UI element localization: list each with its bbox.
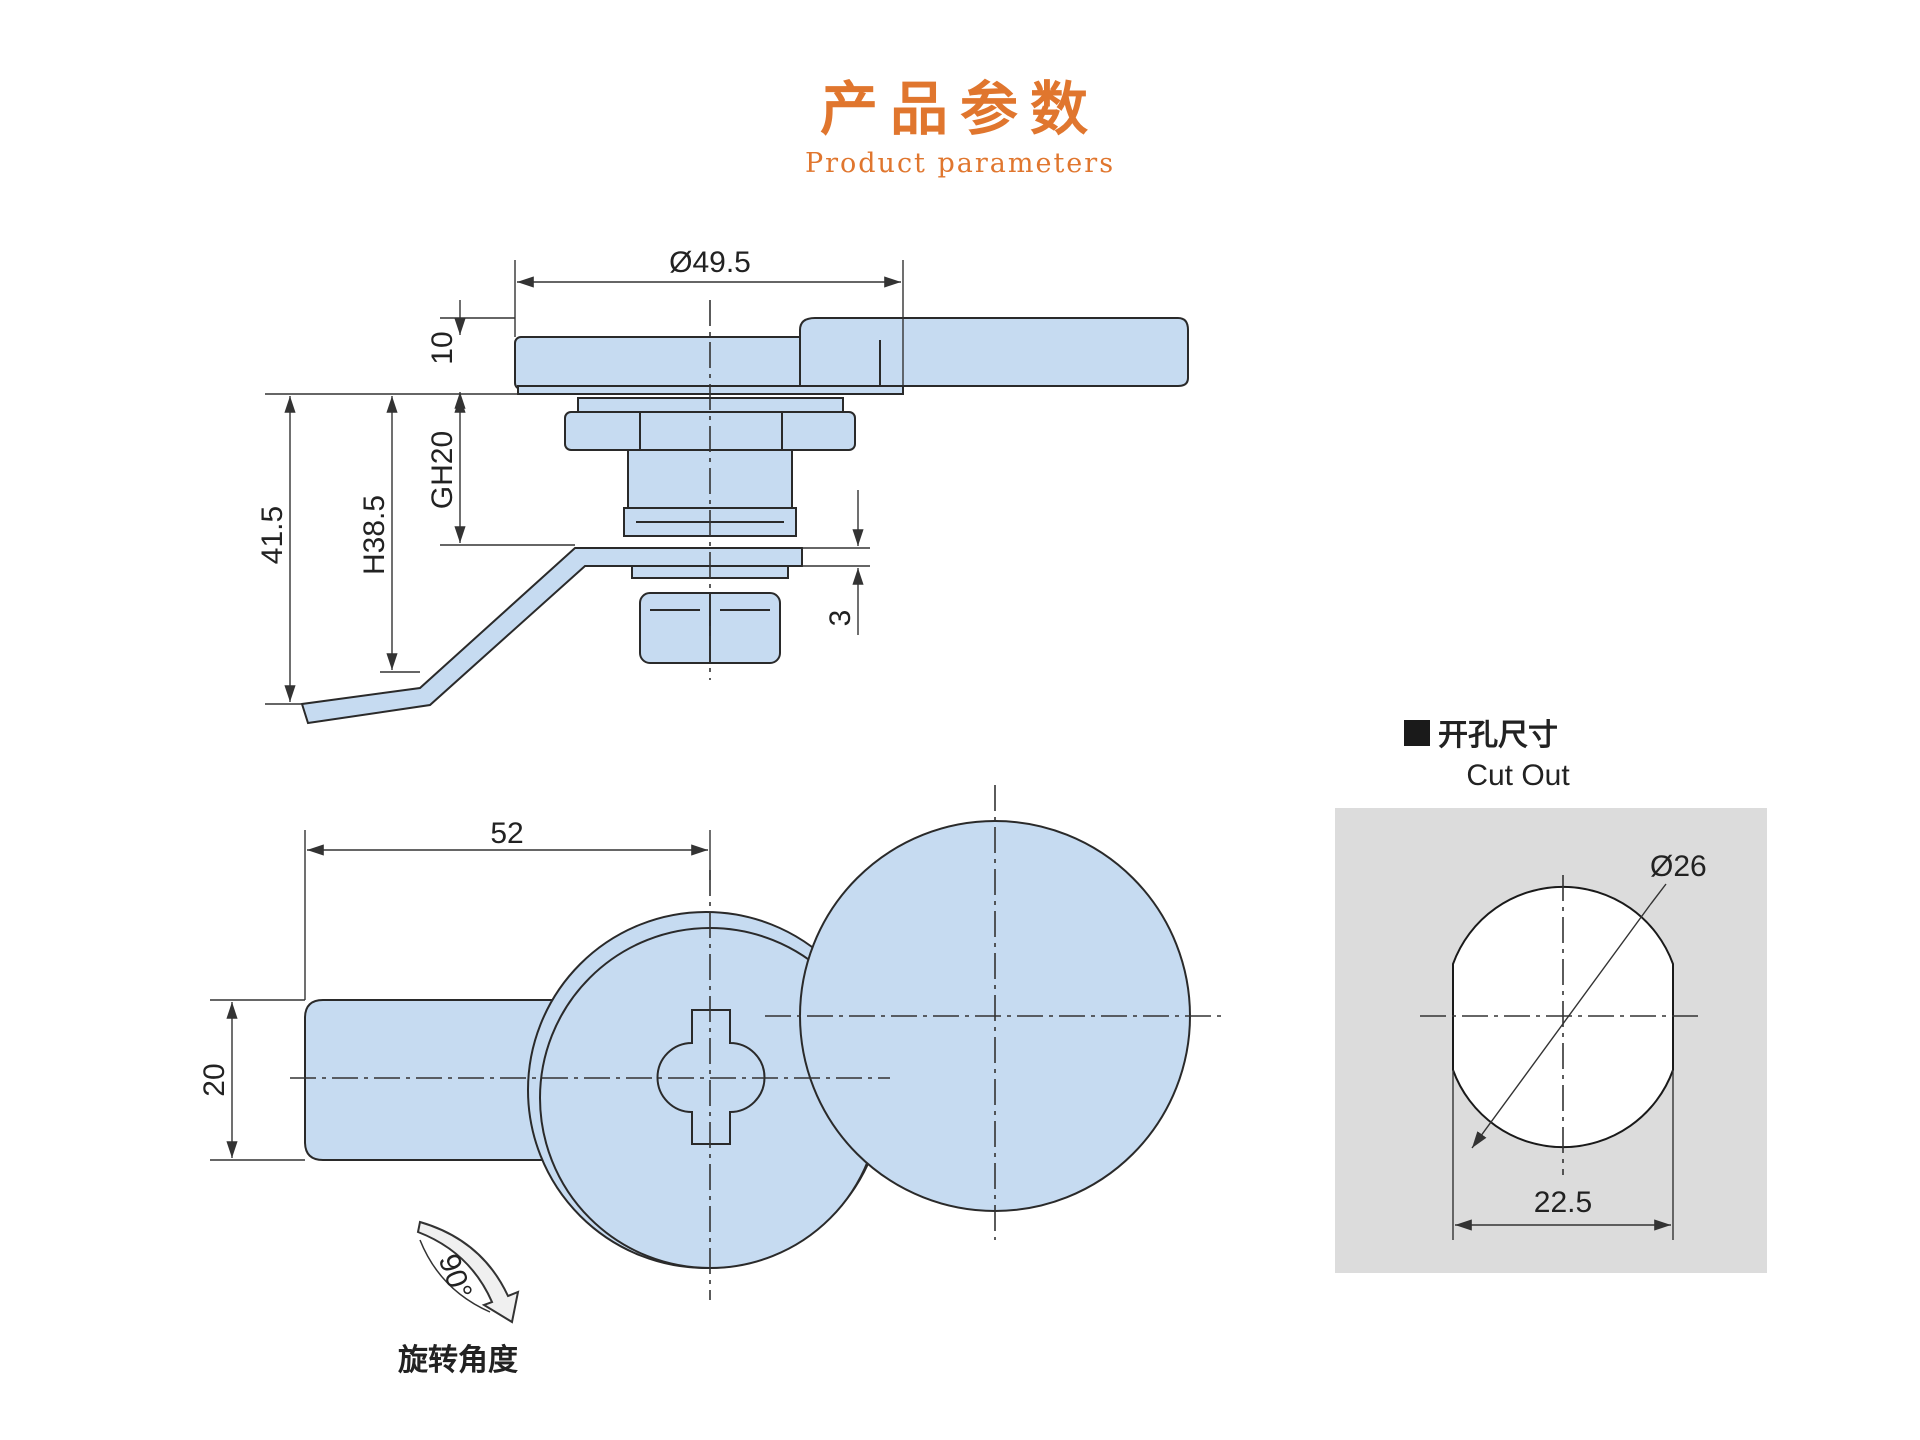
handle-grip [799, 317, 1189, 387]
dim-gh20: GH20 [426, 431, 459, 509]
dim-41-5: 41.5 [256, 506, 289, 564]
rotation-label: 旋转角度 [398, 1343, 518, 1378]
page-title: 产品参数 [819, 75, 1100, 143]
dim-h38-5: H38.5 [358, 495, 391, 575]
cutout-title-en: Cut Out [1466, 759, 1570, 792]
cam-tongue [304, 999, 561, 1161]
dim-3: 3 [824, 610, 857, 627]
dim-diameter-side: Ø49.5 [669, 246, 751, 279]
cutout-width: 22.5 [1534, 1186, 1592, 1219]
cutout-title-cn: 开孔尺寸 [1438, 718, 1558, 753]
dim-10: 10 [426, 331, 459, 364]
dim-52: 52 [490, 817, 523, 850]
rotation-arrow-icon [416, 1220, 520, 1324]
cutout-diameter: Ø26 [1650, 850, 1707, 883]
cutout-view: 开孔尺寸 Cut Out Ø26 22.5 [1335, 718, 1767, 1273]
keyhole [656, 1009, 766, 1145]
cutout-square-icon [1404, 720, 1430, 746]
front-view: 52 20 90° 旋转角度 [198, 785, 1225, 1378]
side-view: Ø49.5 10 GH20 41.5 H38.5 3 [256, 246, 1189, 725]
page-subtitle: Product parameters [804, 148, 1116, 179]
dim-20: 20 [198, 1063, 231, 1096]
